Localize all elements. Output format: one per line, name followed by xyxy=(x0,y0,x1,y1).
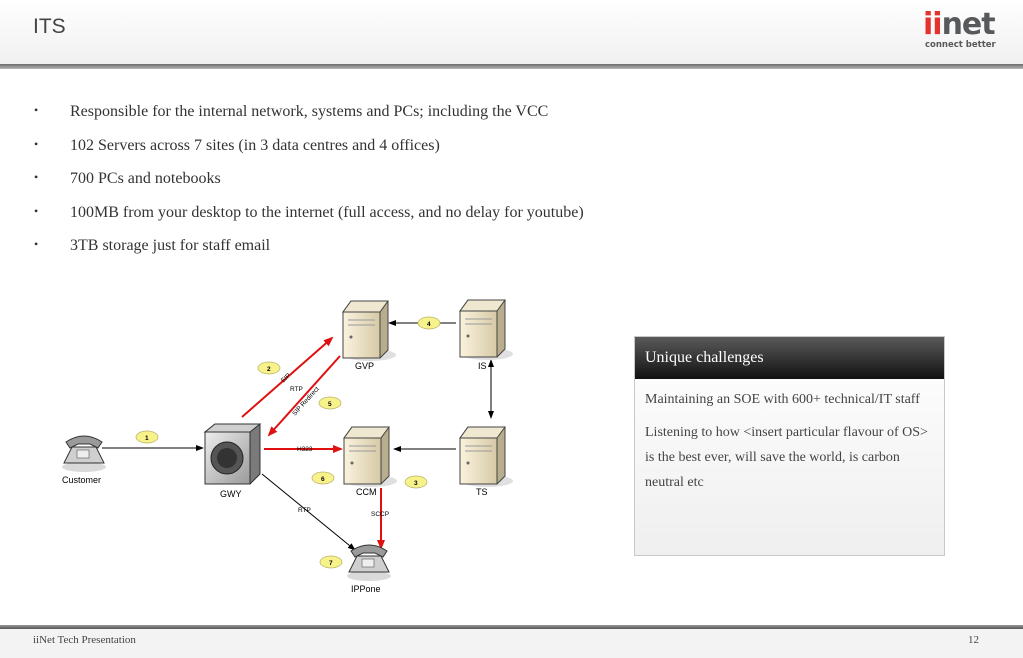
customer-phone-icon xyxy=(62,435,106,472)
slide-footer xyxy=(0,629,1023,658)
bullet-text: 102 Servers across 7 sites (in 3 data ce… xyxy=(70,136,440,154)
gateway-icon xyxy=(203,423,262,485)
challenge-item: Listening to how <insert particular flav… xyxy=(645,425,928,490)
slide-title: ITS xyxy=(33,15,66,38)
logo-wordmark: iinet xyxy=(923,7,996,42)
step-badge-6: 6 xyxy=(311,471,335,485)
ccm-label: CCM xyxy=(356,487,377,497)
step-badge-2: 2 xyxy=(257,361,281,375)
step-badge-5: 5 xyxy=(318,396,342,410)
ts-label: TS xyxy=(476,487,488,497)
page-number: 12 xyxy=(968,634,979,646)
ip-phone-icon xyxy=(347,544,391,581)
svg-text:4: 4 xyxy=(427,321,431,328)
rtp-gwy-to-phone-line xyxy=(261,473,356,551)
step-badge-4: 4 xyxy=(417,316,441,330)
header-divider xyxy=(0,64,1023,69)
svg-text:6: 6 xyxy=(321,476,325,483)
gvp-label: GVP xyxy=(355,361,374,371)
footer-presentation-name: iiNet Tech Presentation xyxy=(33,634,136,646)
step-badge-7: 7 xyxy=(319,555,343,569)
bullet-dot: • xyxy=(34,170,39,184)
svg-text:2: 2 xyxy=(267,366,271,373)
bullet-dot: • xyxy=(34,203,39,218)
ipphone-label: IPPone xyxy=(351,584,381,594)
iinet-logo: iinet connect better xyxy=(920,8,996,54)
sip-arrow xyxy=(241,336,334,418)
bullet-dot: • xyxy=(34,237,39,251)
unique-challenges-panel: Unique challenges Maintaining an SOE wit… xyxy=(634,336,945,556)
bullet-text: 700 PCs and notebooks xyxy=(70,170,221,187)
svg-text:3: 3 xyxy=(414,480,418,487)
svg-text:7: 7 xyxy=(329,560,333,567)
h323-label: H323 xyxy=(297,446,313,453)
ccm-server-icon xyxy=(343,426,397,487)
logo-tagline: connect better xyxy=(925,40,996,50)
slide-header xyxy=(0,0,1023,64)
sip-redirect-arrow xyxy=(267,355,341,437)
svg-text:1: 1 xyxy=(145,435,149,442)
svg-text:5: 5 xyxy=(328,401,332,408)
ts-server-icon xyxy=(459,426,513,487)
bullet-dot: • xyxy=(34,136,39,151)
bullet-text: 100MB from your desktop to the internet … xyxy=(70,203,584,221)
is-label: IS xyxy=(478,361,487,371)
gwy-label: GWY xyxy=(220,489,242,499)
step-badge-1: 1 xyxy=(135,430,159,444)
customer-label: Customer xyxy=(62,475,101,485)
rtp-top-label: RTP xyxy=(290,386,303,393)
bullet-dot: • xyxy=(34,103,39,117)
challenge-item: Maintaining an SOE with 600+ technical/I… xyxy=(645,392,920,407)
step-badge-3: 3 xyxy=(404,475,428,489)
challenges-body: Maintaining an SOE with 600+ technical/I… xyxy=(635,379,944,495)
bullet-text: Responsible for the internal network, sy… xyxy=(70,103,549,120)
gvp-server-icon xyxy=(342,300,396,361)
rtp-bottom-label: RTP xyxy=(298,507,311,514)
challenges-title: Unique challenges xyxy=(635,337,944,379)
footer-divider xyxy=(0,625,1023,629)
sccp-label: SCCP xyxy=(371,511,389,518)
bullet-text: 3TB storage just for staff email xyxy=(70,237,271,254)
is-server-icon xyxy=(459,299,513,360)
